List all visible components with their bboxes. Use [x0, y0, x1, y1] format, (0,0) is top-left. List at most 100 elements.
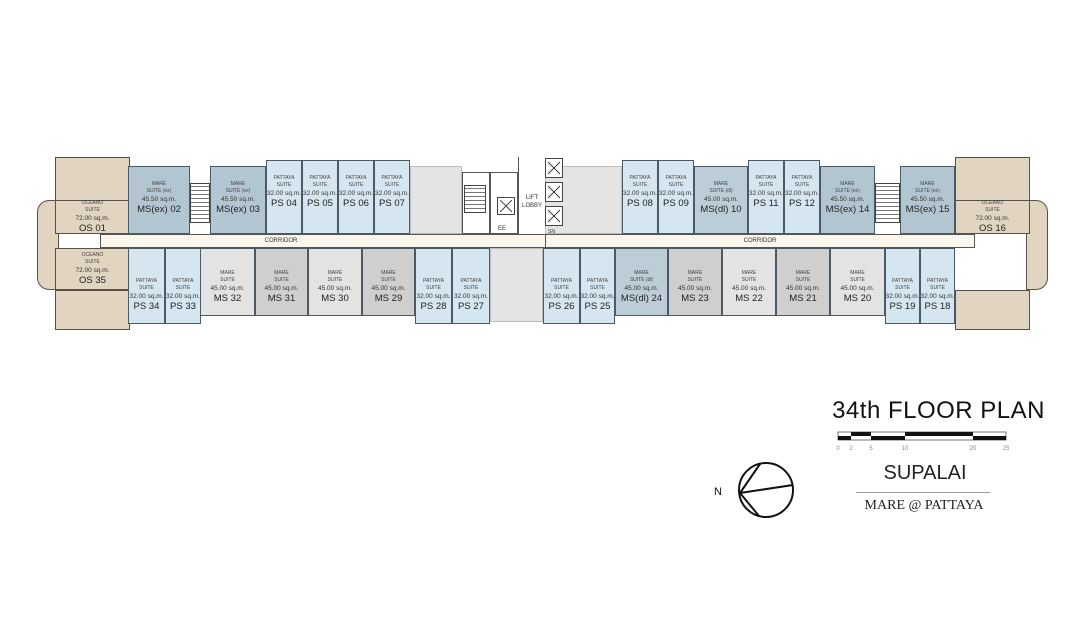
unit-type-label: SUITE — [758, 182, 774, 188]
unit-type-label: SUITE — [668, 182, 684, 188]
unit-type-label: PATTAYA — [892, 278, 913, 284]
unit-type-label: SUITE (ex) — [915, 188, 940, 194]
unit-code: PS 07 — [379, 198, 405, 209]
unit-area: 45.00 sq.m. — [318, 285, 352, 292]
unit-area: 32.00 sq.m. — [920, 293, 955, 300]
unit-code: PS 08 — [627, 198, 653, 209]
unit-area: 45.00 sq.m. — [786, 285, 820, 292]
corridor-label: CORRIDOR — [743, 238, 777, 244]
unit-type-label: PATTAYA — [423, 278, 444, 284]
unit-type-label: MARE — [687, 270, 703, 276]
unit-area: 32.00 sq.m. — [580, 293, 615, 300]
unit-code: MS(ex) 03 — [216, 204, 260, 215]
unit-area: 32.00 sq.m. — [375, 190, 409, 197]
lift — [545, 158, 563, 178]
unit-area: 45.00 sq.m. — [732, 285, 766, 292]
unit-type-label: SUITE — [590, 285, 605, 291]
unit-type-label: MARE — [634, 270, 649, 276]
unit-code: PS 34 — [133, 301, 160, 312]
balcony-curve — [1026, 200, 1048, 290]
void-area — [490, 248, 543, 322]
unit-type-label: PATTAYA — [345, 175, 367, 181]
unit-code: PS 09 — [663, 198, 689, 209]
unit-code: MS 30 — [321, 293, 349, 304]
unit-type-label: MARE — [274, 270, 289, 276]
unit-type-label: PATTAYA — [172, 278, 194, 284]
unit-code: MS 32 — [213, 293, 242, 304]
scale-tick-label: 2 — [849, 446, 853, 452]
unit-type-label: SUITE — [794, 182, 810, 188]
unit-code: MS 23 — [681, 293, 709, 304]
unit-type-label: PATTAYA — [629, 175, 651, 181]
unit-type-label: SUITE — [741, 277, 757, 283]
unit-type-label: PATTAYA — [136, 278, 157, 284]
unit-type-label: SUITE (ex) — [146, 188, 172, 194]
stair — [190, 183, 210, 223]
unit-area: 32.00 sq.m. — [267, 190, 301, 197]
unit-area: 72.00 sq.m. — [75, 214, 110, 222]
unit-code: MS(ex) 15 — [905, 204, 950, 215]
lift — [545, 206, 563, 226]
unit-area: 72.00 sq.m. — [75, 266, 110, 274]
stair — [875, 183, 900, 223]
unit-code: PS 27 — [458, 301, 484, 312]
unit-type-label: OCEANO — [81, 251, 104, 258]
unit-area: 45.50 sq.m. — [221, 196, 255, 203]
unit-code: MS 20 — [843, 293, 872, 304]
unit-type-label: SUITE — [274, 277, 289, 283]
unit-type-label: SUITE — [795, 277, 811, 283]
unit-code: PS 19 — [889, 301, 916, 312]
lift-lobby — [518, 157, 544, 234]
north-label: N — [714, 486, 722, 498]
unit-code: PS 06 — [343, 198, 369, 209]
oceano-annex — [55, 157, 130, 202]
unit-code: PS 11 — [753, 198, 779, 209]
unit-code: PS 18 — [924, 301, 951, 312]
unit-area: 45.00 sq.m. — [704, 196, 738, 203]
corridor-east: CORRIDOR — [545, 234, 975, 248]
unit-type-label: PATTAYA — [273, 175, 295, 181]
unit-code: PS 26 — [548, 301, 575, 312]
lift — [497, 197, 515, 215]
scale-tick-label: 20 — [970, 446, 977, 452]
unit-code: PS 04 — [271, 198, 297, 209]
unit-type-label: SUITE — [687, 277, 703, 283]
unit-area: 32.00 sq.m. — [129, 293, 164, 300]
unit-area: 32.00 sq.m. — [454, 293, 488, 300]
unit-type-label: PATTAYA — [791, 175, 813, 181]
unit-area: 32.00 sq.m. — [749, 190, 783, 197]
unit-type-label: SUITE — [426, 285, 441, 291]
unit-code: MS 21 — [789, 293, 817, 304]
ee-room-label: EE — [498, 226, 507, 232]
unit-area: 32.00 sq.m. — [785, 190, 819, 197]
unit-type-label: PATTAYA — [587, 278, 608, 284]
unit-type-label: SUITE — [850, 277, 865, 283]
balcony-curve — [37, 200, 59, 290]
unit-code: MS(ex) 02 — [137, 204, 181, 215]
unit-type-label: SUITE — [220, 277, 235, 283]
unit-type-label: SUITE — [985, 206, 1000, 213]
unit-code: PS 25 — [584, 301, 611, 312]
unit-area: 45.00 sq.m. — [840, 285, 875, 292]
unit-type-label: SUITE — [463, 285, 479, 291]
void-area — [410, 166, 462, 234]
